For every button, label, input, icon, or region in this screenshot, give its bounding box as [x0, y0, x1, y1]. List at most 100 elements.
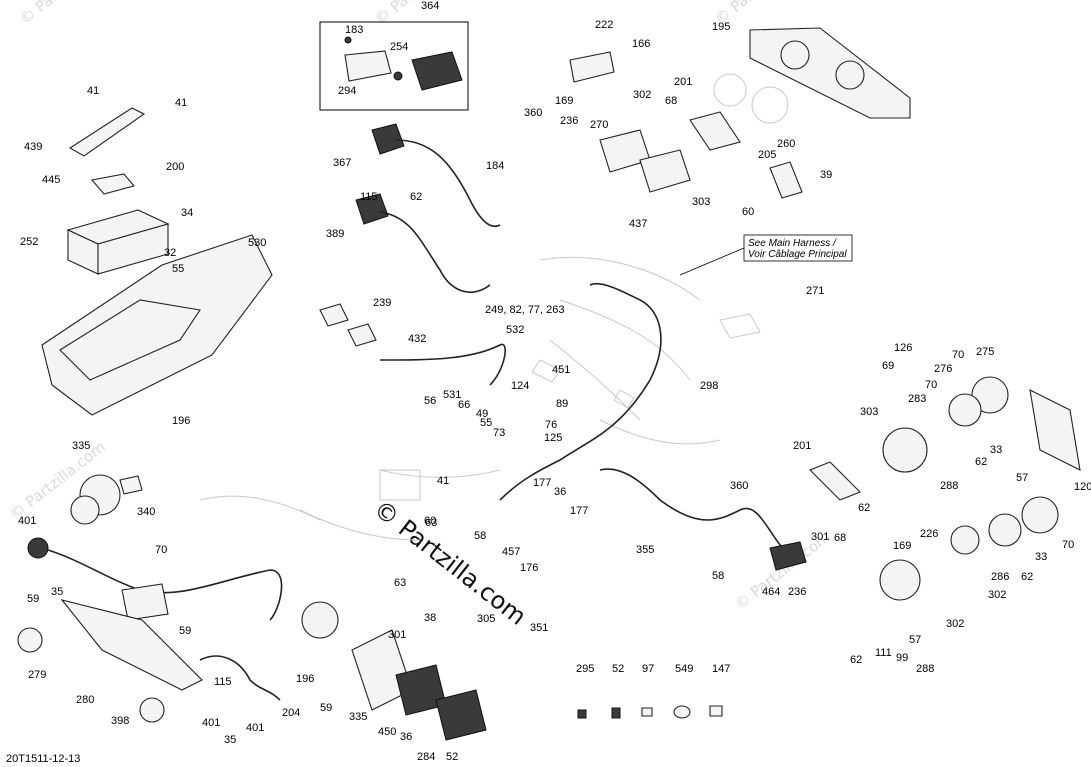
callout-label: 201 [674, 76, 692, 88]
callout-label: 52 [612, 663, 624, 675]
callout-label: 176 [520, 562, 538, 574]
gasket-201-r [809, 461, 861, 501]
callout-label: 204 [282, 707, 300, 719]
callout-label: 335 [72, 440, 90, 452]
callout-label: 177 [570, 505, 588, 517]
callout-label: 195 [712, 21, 730, 33]
callout-label: 76 [545, 419, 557, 431]
callout-label: 125 [544, 432, 562, 444]
lamp-303 [639, 149, 691, 193]
callout-label: 33 [990, 444, 1002, 456]
harness-451 [499, 282, 807, 571]
part-457 [121, 583, 169, 621]
callout-label: 302 [946, 618, 964, 630]
callout-label: 35 [224, 734, 236, 746]
battery-assembly [41, 107, 273, 416]
callout-label: 439 [24, 141, 42, 153]
cylinder-364 [411, 51, 463, 91]
main-harness-ghost [199, 256, 761, 541]
callout-label: 184 [486, 160, 504, 172]
callout-label: 276 [934, 363, 952, 375]
callout-label: 169 [893, 540, 911, 552]
callout-label: 68 [665, 95, 677, 107]
callout-label: 236 [560, 115, 578, 127]
callout-label: 111 [875, 647, 892, 659]
callout-label: 226 [920, 528, 938, 540]
callout-label: 549 [675, 663, 693, 675]
callout-label: 60 [424, 515, 436, 527]
callout-label: 335 [349, 711, 367, 723]
note-box [743, 234, 853, 262]
callout-label: 280 [76, 694, 94, 706]
bulb-340 [119, 475, 143, 495]
callout-label: 271 [806, 285, 824, 297]
part-111 [673, 705, 691, 719]
callout-label: 62 [410, 191, 422, 203]
callout-label: 288 [916, 663, 934, 675]
callout-label: 401 [202, 717, 220, 729]
part-260 [769, 161, 803, 199]
handlebar-switches [319, 123, 506, 386]
right-headlights [809, 376, 1081, 601]
callout-label: 305 [477, 613, 495, 625]
switch-389 [355, 193, 389, 225]
callout-label: 59 [320, 702, 332, 714]
callout-label: 530 [248, 237, 266, 249]
callout-label: 389 [326, 228, 344, 240]
headlight-housing [713, 27, 911, 124]
lamp-335b [301, 601, 339, 639]
callout-label: 55 [172, 263, 184, 275]
callout-label: 288 [940, 480, 958, 492]
callout-label: 69 [882, 360, 894, 372]
callout-label: 115 [360, 191, 378, 203]
callout-label: 166 [632, 38, 650, 50]
wire-lower [199, 655, 281, 701]
callout-label: 35 [51, 586, 63, 598]
ring-275 [971, 376, 1009, 414]
callout-label: 222 [595, 19, 613, 31]
callout-label: 270 [590, 119, 608, 131]
housing-203 [1029, 389, 1081, 471]
callout-label: 58 [712, 570, 724, 582]
voltage-regulators [351, 629, 487, 741]
callout-label: 32 [164, 247, 176, 259]
callout-label: 445 [42, 174, 60, 186]
wire-451 [499, 282, 662, 501]
callout-label: 62 [1021, 571, 1033, 583]
callout-label: 254 [390, 41, 408, 53]
callout-label: 531 [443, 389, 461, 401]
callout-label: 52 [446, 751, 458, 763]
footer-code: 20T1511-12-13 [6, 753, 80, 765]
wire-left [47, 549, 283, 621]
housing-195 [749, 27, 911, 119]
regulator-295 [435, 689, 487, 741]
bracket-439 [68, 107, 146, 157]
callout-label: 196 [172, 415, 190, 427]
callout-label: 49 [476, 408, 488, 420]
callout-label: 367 [333, 157, 351, 169]
callout-label: 38 [424, 612, 436, 624]
socket-401 [27, 537, 49, 559]
group-box [319, 21, 469, 111]
part-147 [641, 707, 653, 717]
callout-label: 169 [555, 95, 573, 107]
callout-label: 57 [1016, 472, 1028, 484]
callout-label: 200 [166, 161, 184, 173]
ring-302 [950, 525, 980, 555]
callout-label: 59 [179, 625, 191, 637]
callout-label: 126 [894, 342, 912, 354]
hardware-row [577, 705, 723, 719]
callout-label: 62 [858, 502, 870, 514]
wire-532 [379, 343, 506, 386]
callout-label: 302 [988, 589, 1006, 601]
callout-label: 39 [820, 169, 832, 181]
watermark-text: © Partzilla.com [16, 0, 118, 28]
note-line-2: Voir Câblage Principal [748, 249, 847, 260]
callout-label: 294 [338, 85, 356, 97]
callout-label: 41 [87, 85, 99, 97]
callout-label: 249, 82, 77, 263 [485, 304, 565, 316]
headlamp-units [569, 51, 803, 199]
callout-label: 450 [378, 726, 396, 738]
callout-label: 437 [629, 218, 647, 230]
